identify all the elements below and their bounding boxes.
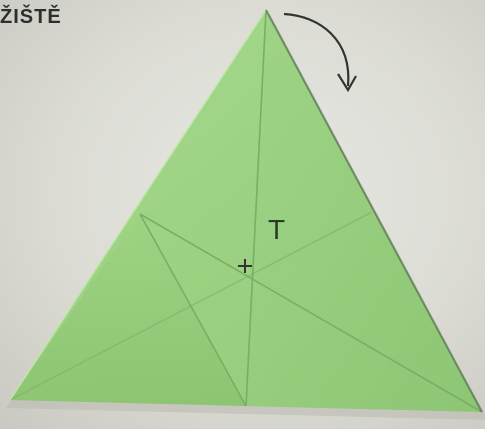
right-fold-panel [246,10,482,412]
page-heading: ŽIŠTĚ [0,6,62,29]
centroid-label: T [268,214,285,246]
